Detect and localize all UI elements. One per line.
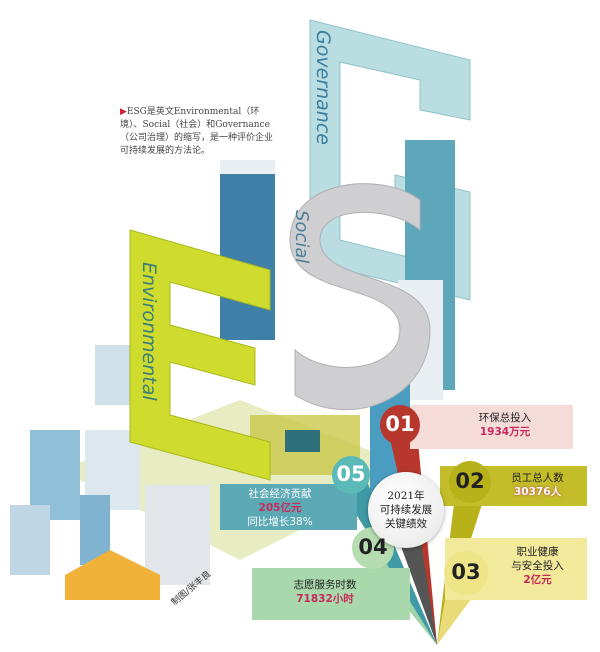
metric-box-04 <box>252 568 410 620</box>
letter-s <box>289 183 431 411</box>
metric-number-03: 03 <box>451 560 481 584</box>
metric-05: 社会经济贡献 205亿元 同比增长38% <box>247 488 313 528</box>
metric-box-01 <box>410 405 573 449</box>
label-governance: Governance <box>312 30 334 145</box>
intro-text: ▶ESG是英文Environmental（环境）、Social（社会）和Gove… <box>120 107 274 156</box>
circle-01 <box>380 405 420 445</box>
circle-03 <box>444 551 488 595</box>
letter-e <box>129 229 271 481</box>
metric-04: 志愿服务时数 71832小时 <box>293 579 357 605</box>
metric-02: 员工总人数 30376人 <box>511 472 564 498</box>
label-environmental: Environmental <box>138 262 160 401</box>
metric-01: 环保总投入 1934万元 <box>478 412 532 438</box>
marker-icon: ▶ <box>120 107 127 117</box>
circle-05 <box>332 456 370 494</box>
metric-number-04: 04 <box>358 535 388 559</box>
circle-02 <box>449 461 491 503</box>
metric-number-02: 02 <box>455 469 485 493</box>
center-title: 2021年 可持续发展 关键绩效 <box>368 472 444 548</box>
metric-03: 职业健康 与安全投入 2亿元 <box>511 546 564 586</box>
label-social: Social <box>291 210 312 264</box>
metric-box-05 <box>220 484 357 530</box>
metric-number-05: 05 <box>336 462 366 486</box>
metric-number-01: 01 <box>385 412 415 436</box>
